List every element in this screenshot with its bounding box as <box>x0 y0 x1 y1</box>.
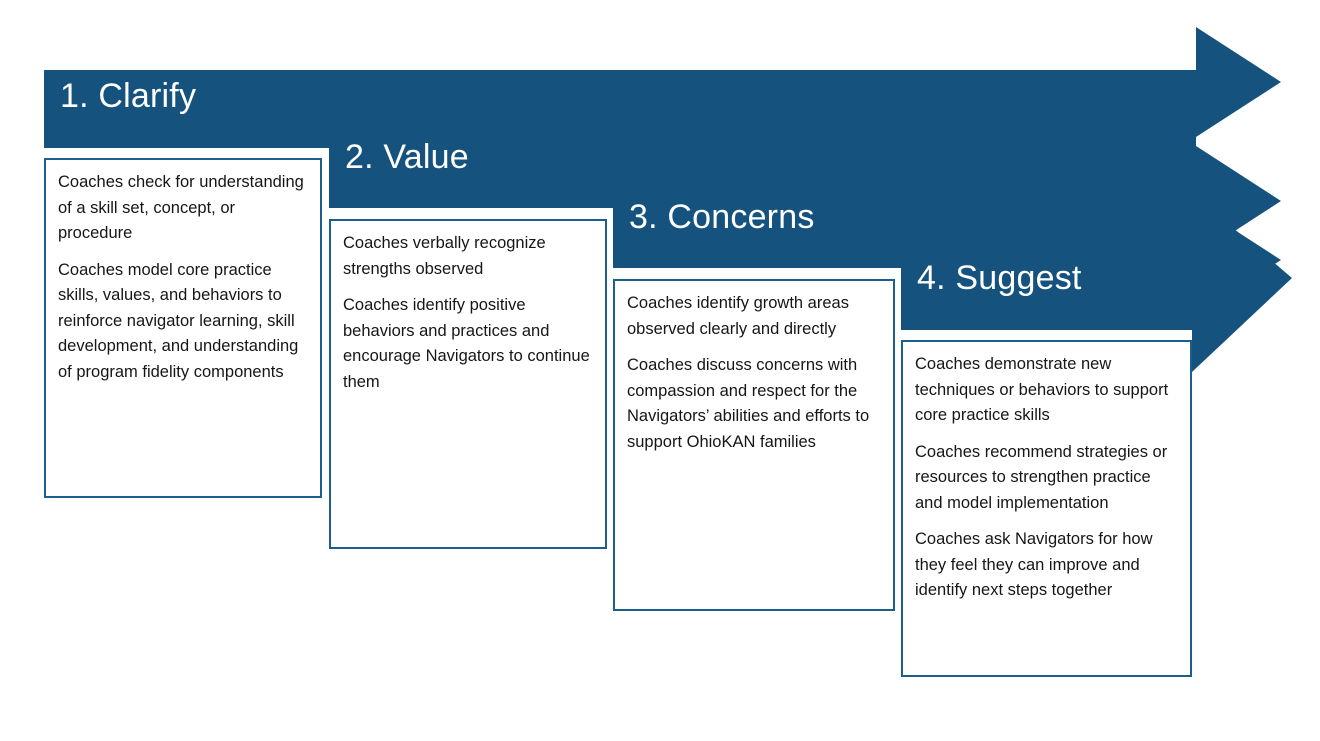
step-bullet: Coaches demonstrate new techniques or be… <box>915 355 1169 424</box>
step-bullet: Coaches check for understanding of a ski… <box>58 173 304 242</box>
step-heading-value: 2. Value <box>345 138 469 176</box>
step-body-concerns: Coaches identify growth areas observed c… <box>613 279 895 611</box>
step-bullet: Coaches verbally recognize strengths obs… <box>343 234 546 278</box>
step-body-suggest: Coaches demonstrate new techniques or be… <box>901 340 1192 677</box>
step-heading-suggest: 4. Suggest <box>917 259 1082 297</box>
step-bullet: Coaches identify growth areas observed c… <box>627 294 849 338</box>
step-heading-concerns: 3. Concerns <box>629 198 815 236</box>
step-bullet: Coaches discuss concerns with compassion… <box>627 356 870 451</box>
step-bullet: Coaches ask Navigators for how they feel… <box>915 530 1153 599</box>
step-body-clarify: Coaches check for understanding of a ski… <box>44 158 322 498</box>
step-bullet: Coaches recommend strategies or resource… <box>915 442 1168 512</box>
chevron-band-4 <box>901 193 1292 372</box>
step-heading-clarify: 1. Clarify <box>60 77 197 115</box>
chevron-band-1 <box>44 27 1281 148</box>
step-body-value: Coaches verbally recognize strengths obs… <box>329 219 607 549</box>
step-bullet: Coaches model core practice skills, valu… <box>58 260 299 381</box>
step-bullet: Coaches identify positive behaviors and … <box>343 296 590 391</box>
